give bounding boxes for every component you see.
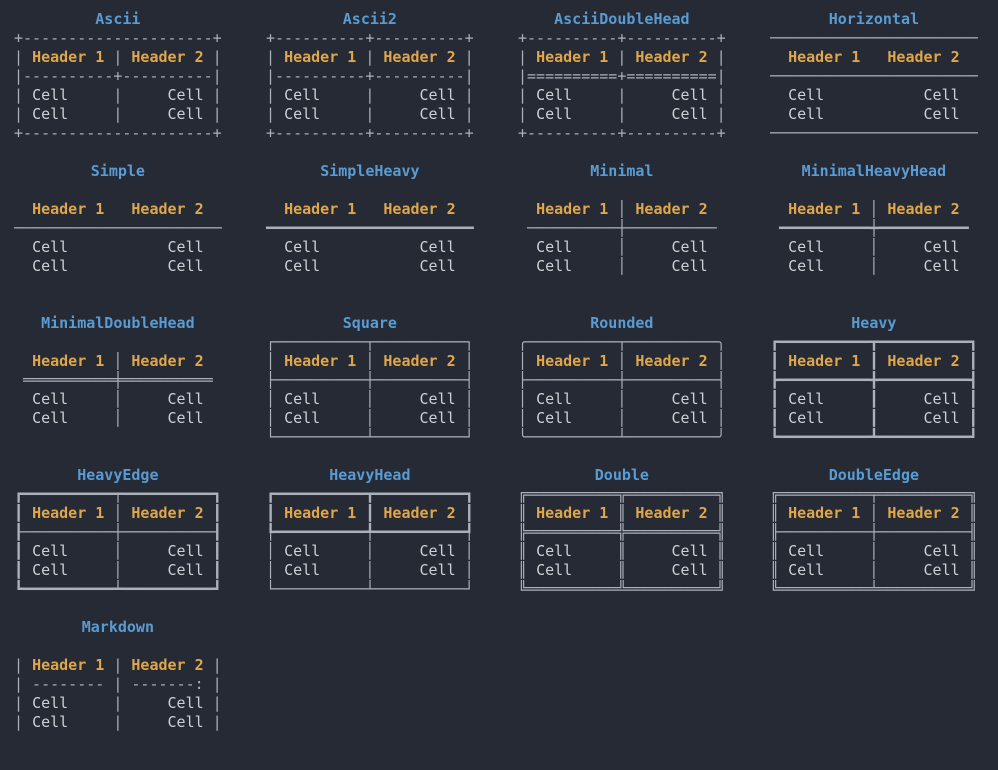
table-horizontal: Horizontal ─────────────────────── Heade… <box>770 10 998 162</box>
table-heavy-head: HeavyHead ┏━━━━━━━━━━┳━━━━━━━━━━┓ ┃ Head… <box>266 466 518 618</box>
table-double: Double ╔══════════╦══════════╗ ║ Header … <box>518 466 770 618</box>
table-art: ╔══════════╤══════════╗ ║ Header 1 │ Hea… <box>770 485 978 598</box>
table-minimal-heavy-head: MinimalHeavyHead Header 1 │ Header 2 ━━━… <box>770 162 998 314</box>
table-title: HeavyEdge <box>77 466 159 484</box>
table-title: AsciiDoubleHead <box>554 10 690 28</box>
table-title: DoubleEdge <box>828 466 920 484</box>
table-title: Ascii <box>95 10 141 28</box>
table-title: Square <box>342 314 397 332</box>
table-minimal-double-head: MinimalDoubleHead Header 1 │ Header 2 ══… <box>14 314 266 466</box>
table-art: +----------+----------+ | Header 1 | Hea… <box>518 29 726 142</box>
table-title: Markdown <box>81 618 154 636</box>
table-title: Double <box>594 466 649 484</box>
table-art: Header 1 Header 2 ━━━━━━━━━━━━━━━━━━━━━━… <box>266 200 474 275</box>
table-heavy: Heavy ┏━━━━━━━━━━┳━━━━━━━━━━┓ ┃ Header 1… <box>770 314 998 466</box>
table-title: HeavyHead <box>329 466 411 484</box>
terminal-screen: Ascii +---------------------+ | Header 1… <box>14 10 998 731</box>
table-heavy-edge: HeavyEdge ┏━━━━━━━━━━┯━━━━━━━━━━┓ ┃ Head… <box>14 466 266 618</box>
table-ascii: Ascii +---------------------+ | Header 1… <box>14 10 266 162</box>
table-art: Header 1 │ Header 2 ──────────┼─────────… <box>527 200 717 275</box>
table-title: MinimalDoubleHead <box>41 314 195 332</box>
table-art: Header 1 Header 2 ──────────────────────… <box>14 200 222 275</box>
table-rounded: Rounded ╭──────────┬──────────╮ │ Header… <box>518 314 770 466</box>
table-minimal: Minimal Header 1 │ Header 2 ──────────┼─… <box>518 162 770 314</box>
table-markdown: Markdown | Header 1 | Header 2 | | -----… <box>14 618 266 770</box>
table-art: ┏━━━━━━━━━━┳━━━━━━━━━━┓ ┃ Header 1 ┃ Hea… <box>266 485 474 598</box>
table-title: Heavy <box>851 314 897 332</box>
table-art: ┌──────────┬──────────┐ │ Header 1 │ Hea… <box>266 333 474 446</box>
table-art: | Header 1 | Header 2 | | -------- | ---… <box>14 656 222 731</box>
table-art: ╭──────────┬──────────╮ │ Header 1 │ Hea… <box>518 333 726 446</box>
table-double-edge: DoubleEdge ╔══════════╤══════════╗ ║ Hea… <box>770 466 998 618</box>
table-ascii-double-head: AsciiDoubleHead +----------+----------+ … <box>518 10 770 162</box>
table-title: Rounded <box>590 314 654 332</box>
table-art: Header 1 │ Header 2 ━━━━━━━━━━┿━━━━━━━━━… <box>779 200 969 275</box>
table-title: Ascii2 <box>342 10 397 28</box>
table-art: ╔══════════╦══════════╗ ║ Header 1 ║ Hea… <box>518 485 726 598</box>
table-art: +---------------------+ | Header 1 | Hea… <box>14 29 222 142</box>
table-simple: Simple Header 1 Header 2 ───────────────… <box>14 162 266 314</box>
table-art: ┏━━━━━━━━━━┳━━━━━━━━━━┓ ┃ Header 1 ┃ Hea… <box>770 333 978 446</box>
table-art: ─────────────────────── Header 1 Header … <box>770 29 978 142</box>
table-title: MinimalHeavyHead <box>801 162 947 180</box>
table-title: Horizontal <box>828 10 920 28</box>
table-simple-heavy: SimpleHeavy Header 1 Header 2 ━━━━━━━━━━… <box>266 162 518 314</box>
table-title: SimpleHeavy <box>320 162 420 180</box>
table-ascii2: Ascii2 +----------+----------+ | Header … <box>266 10 518 162</box>
table-art: +----------+----------+ | Header 1 | Hea… <box>266 29 474 142</box>
table-square: Square ┌──────────┬──────────┐ │ Header … <box>266 314 518 466</box>
table-title: Simple <box>90 162 145 180</box>
table-title: Minimal <box>590 162 654 180</box>
table-art: Header 1 │ Header 2 ══════════╪═════════… <box>23 352 213 427</box>
table-art: ┏━━━━━━━━━━┯━━━━━━━━━━┓ ┃ Header 1 │ Hea… <box>14 485 222 598</box>
